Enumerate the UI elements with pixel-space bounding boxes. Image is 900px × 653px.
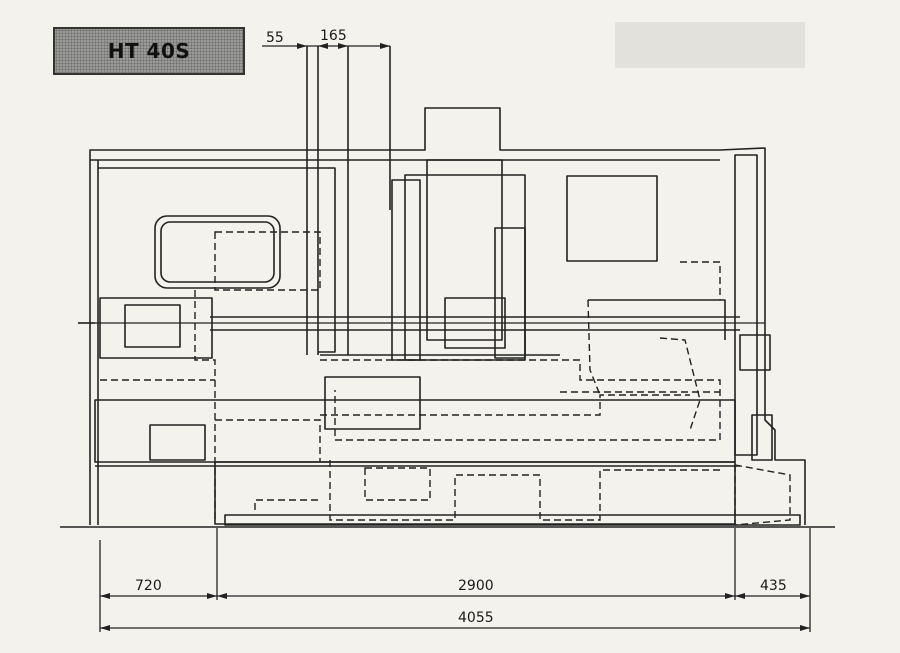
dimension-overall: 4055 xyxy=(458,610,494,626)
dimension-middle: 2900 xyxy=(458,578,494,594)
enclosure-outline xyxy=(89,107,806,525)
model-label-box: HT 40S xyxy=(53,27,245,75)
turret-column xyxy=(404,174,526,361)
dimension-right: 435 xyxy=(760,578,787,594)
machine-bed xyxy=(94,399,736,463)
left-housing xyxy=(98,167,336,353)
carriage xyxy=(324,376,421,430)
dimension-top-right: 165 xyxy=(320,28,347,44)
dimension-top-left: 55 xyxy=(266,30,284,46)
faded-corner-mark xyxy=(615,22,805,68)
model-title: HT 40S xyxy=(107,39,191,63)
tailstock-cabinet xyxy=(566,175,658,262)
headstock xyxy=(99,297,213,359)
dimension-left: 720 xyxy=(135,578,162,594)
viewing-window xyxy=(154,215,281,289)
